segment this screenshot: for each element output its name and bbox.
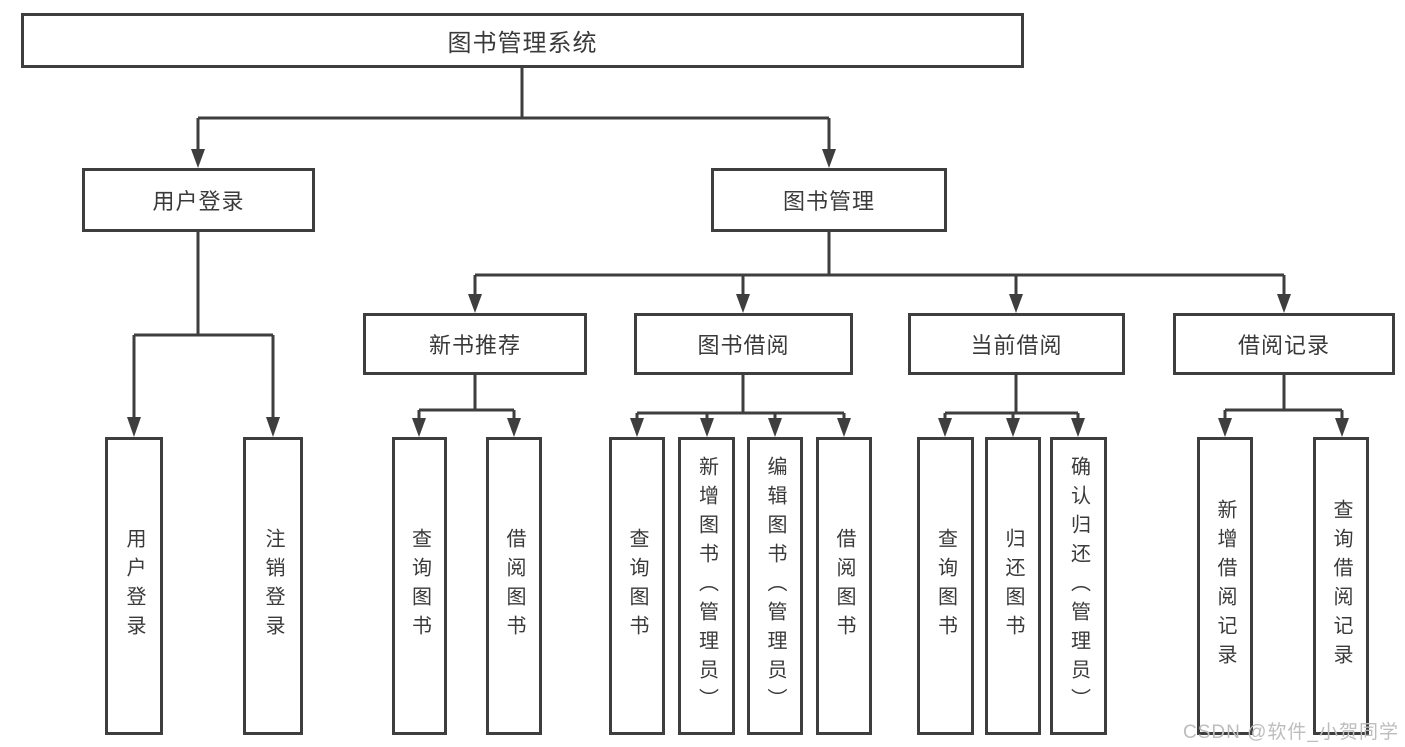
connector-borrow-records-children — [1223, 375, 1344, 421]
leaf-current-return-book: 归还图书 — [985, 437, 1041, 735]
leaf-borrow-query-book: 查询图书 — [609, 437, 665, 735]
node-user-login: 用户登录 — [82, 168, 315, 232]
node-new-book-recommendation: 新书推荐 — [363, 313, 587, 375]
node-borrow-records: 借阅记录 — [1173, 313, 1395, 375]
connector-book-borrow-children — [635, 375, 846, 421]
leaf-borrow-borrow-book: 借阅图书 — [816, 437, 872, 735]
leaf-newbook-borrow-book: 借阅图书 — [486, 437, 542, 735]
leaf-borrow-add-book-admin: 新增图书（管理员） — [678, 437, 735, 735]
leaf-records-query-record: 查询借阅记录 — [1313, 437, 1369, 735]
connector-new-book-children — [417, 375, 516, 421]
leaf-logout: 注销登录 — [243, 437, 303, 735]
connector-user-login-children — [132, 232, 275, 420]
node-current-borrow: 当前借阅 — [908, 313, 1125, 375]
leaf-newbook-query-book: 查询图书 — [392, 437, 447, 735]
csdn-watermark: CSDN @软件_小贺同学 — [1183, 722, 1399, 743]
node-book-management: 图书管理 — [711, 168, 947, 232]
leaf-current-query-book: 查询图书 — [917, 437, 974, 735]
connector-current-borrow-children — [943, 375, 1080, 421]
leaf-current-confirm-return-admin: 确认归还（管理员） — [1050, 437, 1107, 735]
connector-book-mgmt-children — [473, 232, 1286, 297]
leaf-borrow-edit-book-admin: 编辑图书（管理员） — [747, 437, 803, 735]
leaf-records-add-record: 新增借阅记录 — [1197, 437, 1253, 735]
connector-root-to-level2 — [196, 68, 831, 152]
node-book-borrow: 图书借阅 — [634, 313, 853, 375]
node-system-root: 图书管理系统 — [21, 13, 1024, 68]
leaf-user-login: 用户登录 — [105, 437, 163, 735]
arrowheads — [127, 149, 1349, 437]
